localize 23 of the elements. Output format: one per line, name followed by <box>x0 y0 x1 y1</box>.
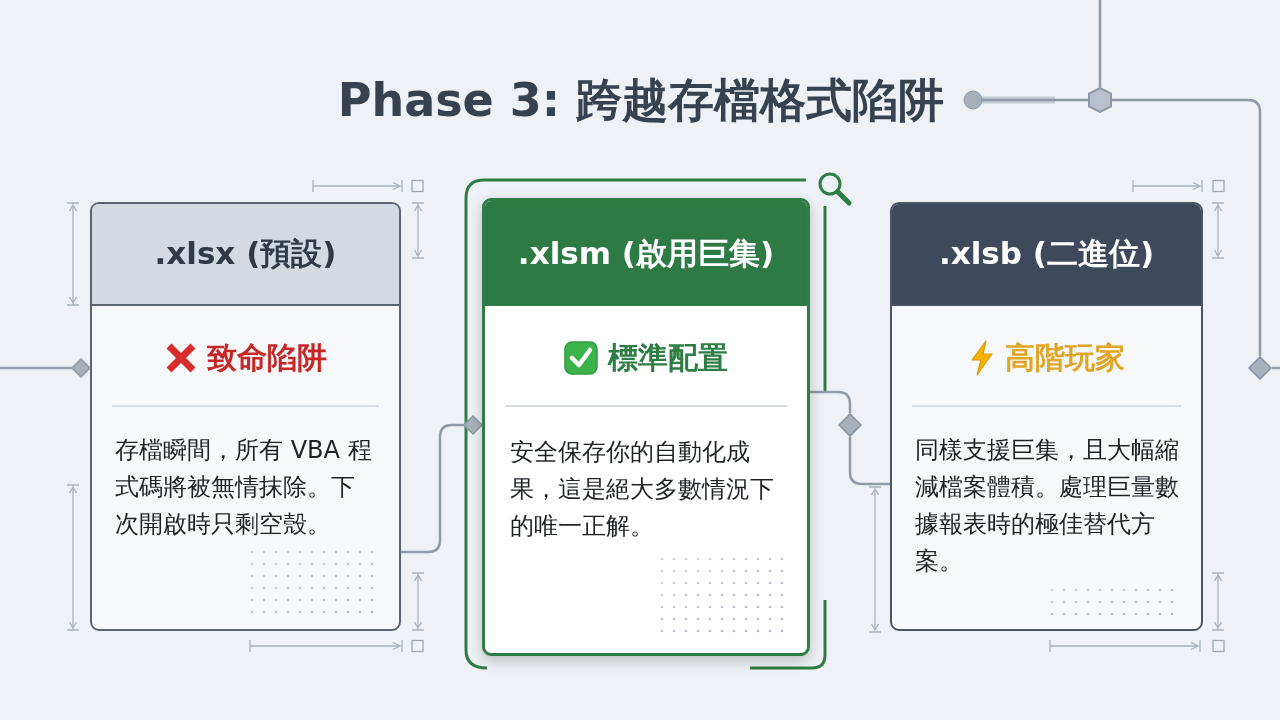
card-header: .xlsb (二進位) <box>892 204 1201 306</box>
connector <box>0 358 91 378</box>
connector <box>401 415 483 554</box>
connector <box>810 390 852 413</box>
card-header: .xlsx (預設) <box>92 204 399 306</box>
junction-diamond <box>1248 356 1272 380</box>
format-card <box>90 202 401 631</box>
connector <box>1112 98 1262 356</box>
junction-hexagon <box>1088 87 1112 113</box>
card-subheading: 標準配置 <box>608 340 728 376</box>
connector <box>1098 0 1102 87</box>
connector <box>963 90 1088 110</box>
card-description: 安全保存你的自動化成果，這是絕大多數情況下的唯一正解。 <box>510 437 775 542</box>
card-subheading: 高階玩家 <box>1004 340 1125 376</box>
junction-diamond <box>838 413 862 437</box>
format-card <box>482 198 810 656</box>
card-header: .xlsm (啟用巨集) <box>485 201 807 306</box>
card-description: 同樣支援巨集，且大幅縮減檔案體積。處理巨量數據報表時的極佳替代方案。 <box>915 435 1180 577</box>
title: Phase 3: 跨越存檔格式陷阱 <box>337 73 945 127</box>
card-description: 存檔瞬間，所有 VBA 程式碼將被無情抹除。下次開啟時只剩空殼。 <box>115 435 373 540</box>
format-card <box>890 202 1203 631</box>
connector <box>848 437 890 486</box>
card-subheading: 致命陷阱 <box>206 340 327 376</box>
